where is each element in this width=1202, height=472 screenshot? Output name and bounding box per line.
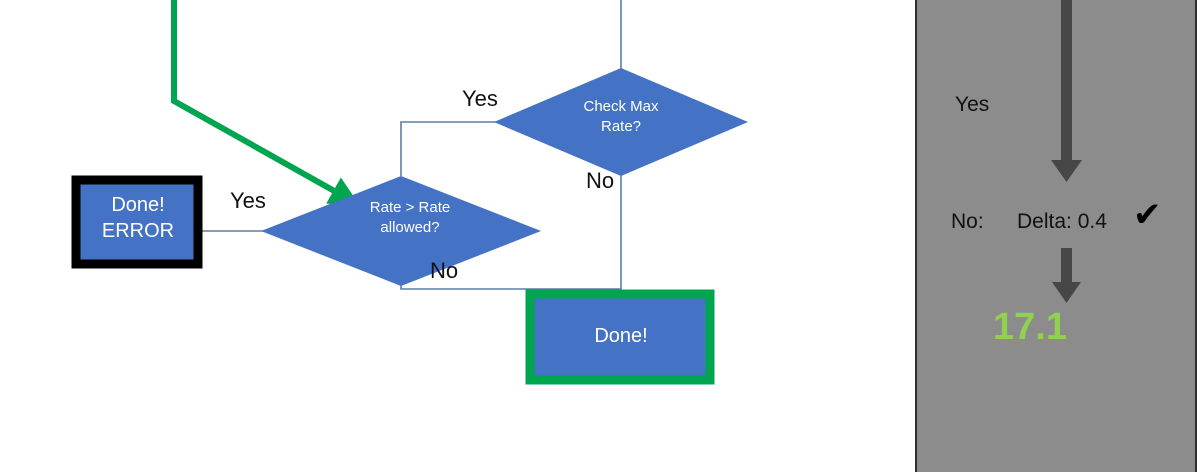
node-max-rate-diamond[interactable] [494, 68, 748, 176]
connector-highlight-green [171, 0, 360, 206]
edge-label-yes-to-rate: Yes [462, 86, 498, 111]
arrow-down-long [1051, 0, 1082, 182]
annotation-panel: Yes No: Delta: 0.4 ✔ 17.1 [915, 0, 1197, 472]
node-done-box[interactable] [525, 289, 715, 385]
flowchart-graphics [71, 0, 748, 385]
flowchart-canvas: Done! ERROR Rate > Rate allowed? Check M… [71, 0, 748, 385]
panel-graphics [1051, 0, 1082, 303]
edge-label-yes-to-error: Yes [230, 188, 266, 213]
arrow-down-short [1052, 248, 1081, 303]
panel-yes-label: Yes [955, 93, 990, 116]
node-error-box[interactable] [71, 175, 203, 269]
edge-label-no-from-rate: No [430, 258, 459, 283]
connector-yes-max-rate-to-rate [400, 121, 497, 176]
panel-result-value: 17.1 [993, 306, 1067, 348]
checkmark-icon: ✔ [1133, 196, 1162, 234]
edge-label-no-from-max-rate: No [586, 168, 615, 193]
panel-no-label: No: [951, 210, 984, 233]
node-rate-diamond[interactable] [261, 176, 541, 286]
panel-delta-label: Delta: 0.4 [1017, 210, 1107, 233]
